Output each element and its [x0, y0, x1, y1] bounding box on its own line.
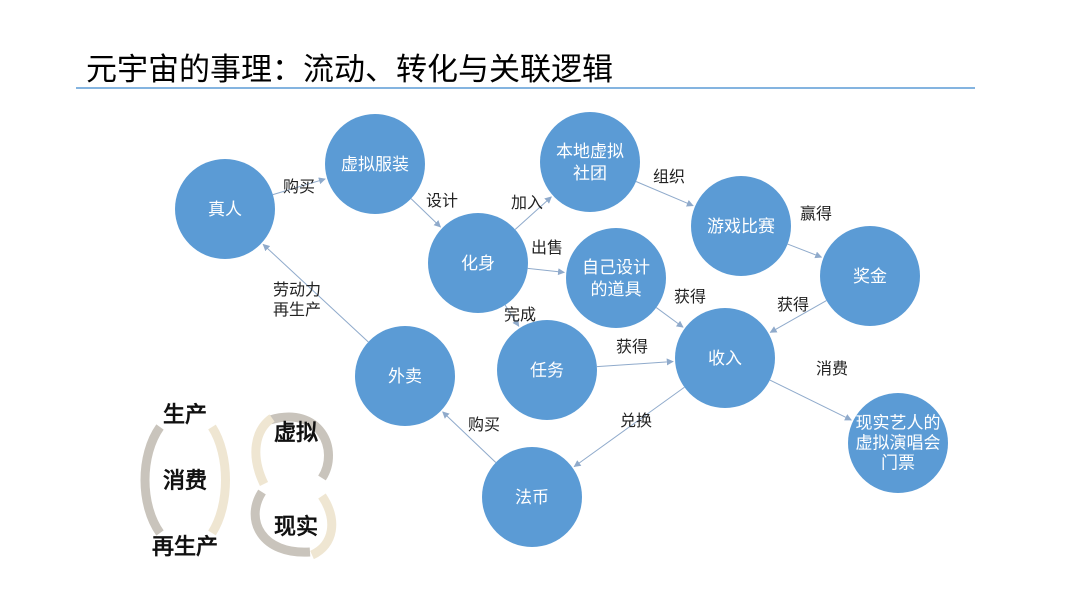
cycle-arc-right — [208, 424, 230, 536]
edge-label: 完成 — [504, 305, 536, 324]
edge-label: 赢得 — [800, 204, 832, 223]
legend-label-production: 生产 — [163, 402, 207, 428]
node-piao: 现实艺人的虚拟演唱会门票 — [848, 393, 948, 493]
edge-label: 劳动力再生产 — [273, 280, 321, 319]
legend-label-reproduction: 再生产 — [152, 534, 218, 560]
node-circle — [566, 228, 666, 328]
edge-arrow-shouru-piao — [769, 379, 852, 421]
cycle-arc-left — [140, 424, 164, 536]
node-huashen: 化身 — [428, 213, 528, 313]
edge-arrow-huashen-renwu — [504, 304, 520, 327]
node-label: 法币 — [515, 488, 549, 508]
edges-layer: 购买设计加入组织出售赢得完成获得获得获得消费兑换购买劳动力再生产 — [262, 167, 852, 468]
page-title: 元宇宙的事理：流动、转化与关联逻辑 — [86, 52, 613, 88]
cycle-arc-bottom — [250, 489, 311, 557]
node-fabi: 法币 — [482, 447, 582, 547]
node-circle — [355, 326, 455, 426]
node-waimai: 外卖 — [355, 326, 455, 426]
node-circle — [428, 213, 528, 313]
edge-arrow-huashen-shequn — [514, 196, 552, 230]
edge-arrow-jiangjin-shouru — [769, 300, 827, 333]
node-label: 虚拟服装 — [341, 155, 409, 175]
node-renwu: 任务 — [497, 320, 597, 420]
cycle-arc-top — [268, 412, 333, 481]
node-shouru: 收入 — [675, 308, 775, 408]
node-circle — [175, 159, 275, 259]
node-circle — [497, 320, 597, 420]
node-circle — [691, 176, 791, 276]
edge-arrow-xunifuzhuang-huashen — [410, 198, 442, 228]
edge-label: 获得 — [616, 337, 648, 356]
edge-label: 获得 — [674, 287, 706, 306]
node-label: 任务 — [530, 361, 564, 381]
edge-label: 消费 — [816, 359, 848, 378]
edge-arrow-waimai-zhenren — [262, 243, 369, 343]
node-label: 化身 — [461, 254, 495, 274]
edge-label: 购买 — [283, 177, 315, 196]
node-label: 外卖 — [388, 367, 422, 387]
edge-arrow-shequn-youxi — [635, 181, 694, 207]
edge-label: 加入 — [511, 193, 543, 212]
node-label: 真人 — [208, 200, 242, 220]
node-youxi: 游戏比赛 — [691, 176, 791, 276]
edge-arrow-fabi-waimai — [442, 411, 497, 463]
legend-left-cycle: 生产 消费 再生产 — [140, 402, 230, 560]
legend-label-consumption: 消费 — [163, 468, 207, 494]
edge-label: 出售 — [531, 238, 563, 257]
node-zhenren: 真人 — [175, 159, 275, 259]
edge-label: 购买 — [468, 415, 500, 434]
node-xunifuzhuang: 虚拟服装 — [325, 114, 425, 214]
edge-label: 组织 — [653, 167, 685, 186]
edge-label: 兑换 — [620, 411, 652, 430]
node-jiangjin: 奖金 — [820, 226, 920, 326]
node-daoju: 自己设计的道具 — [566, 228, 666, 328]
node-circle — [820, 226, 920, 326]
edge-label: 设计 — [426, 191, 458, 210]
edge-arrow-zhenren-xunifuzhuang — [272, 177, 326, 196]
cycle-arc-top-left — [251, 414, 275, 486]
node-label: 现实艺人的虚拟演唱会门票 — [856, 413, 941, 473]
edge-arrow-youxi-jiangjin — [787, 243, 823, 259]
edge-arrow-daoju-shouru — [656, 307, 684, 328]
legend-right-cycle: 虚拟 现实 — [250, 412, 337, 560]
node-circle — [540, 112, 640, 212]
node-label: 奖金 — [853, 267, 887, 287]
node-shequn: 本地虚拟社团 — [540, 112, 640, 212]
node-circle — [482, 447, 582, 547]
edge-arrow-shouru-fabi — [573, 386, 685, 468]
node-label: 收入 — [708, 349, 742, 369]
edge-arrow-renwu-shouru — [596, 358, 674, 368]
node-circle — [325, 114, 425, 214]
edge-label: 获得 — [777, 295, 809, 314]
cycle-arc-bottom-right — [309, 493, 337, 560]
node-circle — [848, 393, 948, 493]
legend-label-reality: 现实 — [274, 514, 318, 540]
legend-label-virtual: 虚拟 — [274, 420, 318, 446]
node-circle — [675, 308, 775, 408]
node-label: 游戏比赛 — [707, 216, 775, 237]
edge-arrow-huashen-daoju — [527, 267, 566, 276]
node-label: 本地虚拟社团 — [556, 142, 624, 184]
node-label: 自己设计的道具 — [582, 258, 650, 300]
